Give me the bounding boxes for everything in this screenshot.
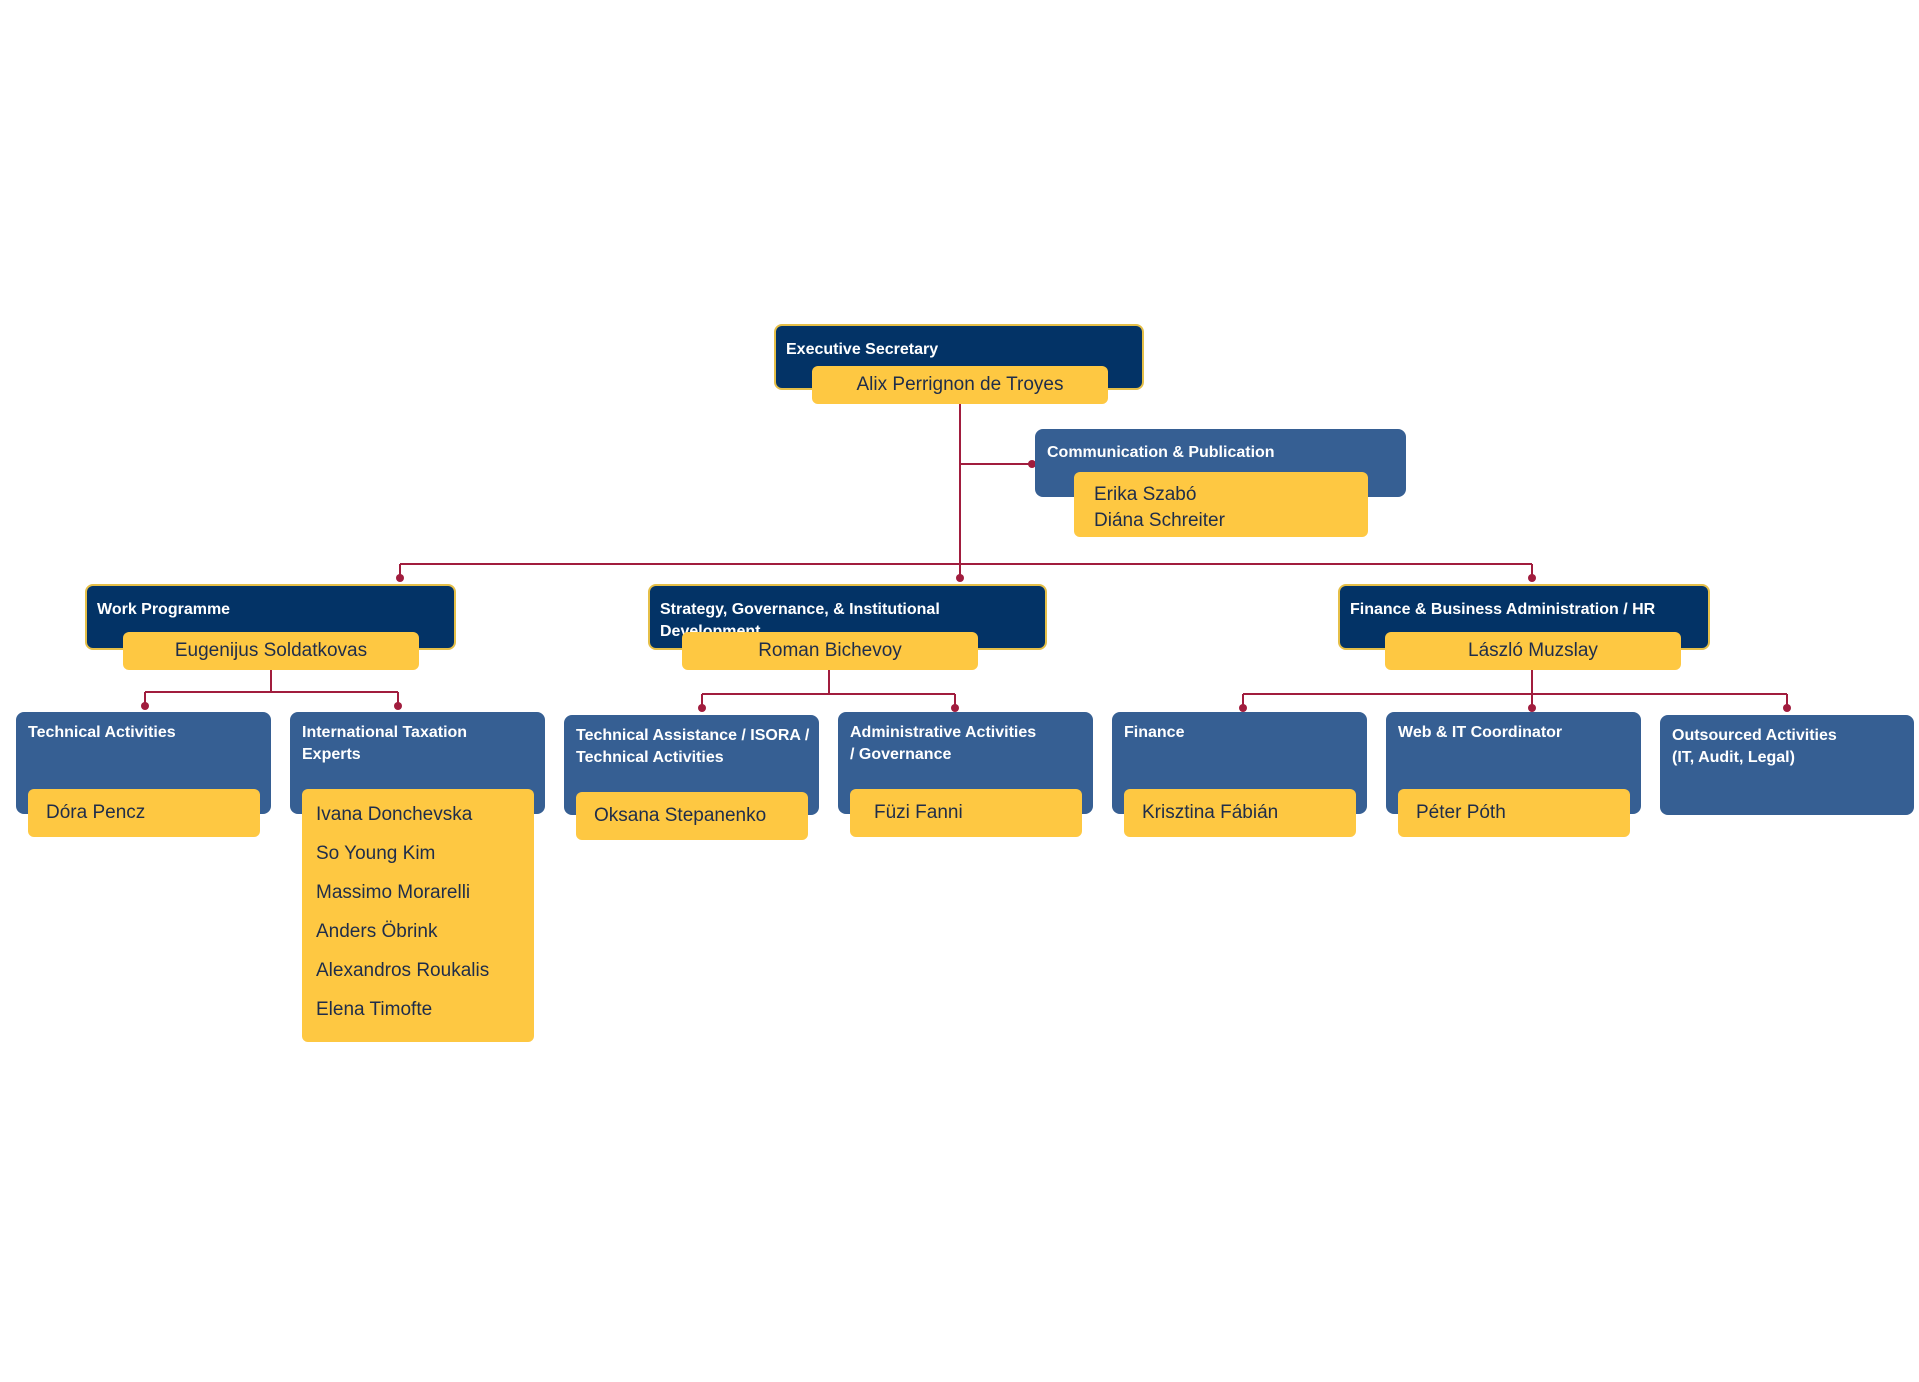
unit-member: So Young Kim [316,843,436,864]
unit-title: Technical Activities [28,724,176,741]
division-title: Work Programme [97,601,231,618]
unit-member: Péter Póth [1398,789,1630,837]
unit-member: Alexandros Roukalis [316,960,490,981]
connector-dot [1528,704,1536,712]
unit-member: Oksana Stepanenko [576,792,808,840]
connector-dot [1528,574,1536,582]
unit-title: International Taxation Experts [302,724,468,763]
unit-title: Outsourced Activities (IT, Audit, Legal) [1672,727,1837,766]
executive-secretary-name: Alix Perrignon de Troyes [812,366,1108,404]
unit-title: Finance [1124,724,1185,741]
unit-member: Krisztina Fábián [1124,789,1356,837]
connector-dot [396,574,404,582]
connector-dot [394,702,402,710]
connector-dot [956,574,964,582]
unit-title: Administrative Activities / Governance [850,724,1037,763]
division-head-name: László Muzslay [1385,632,1681,670]
unit-member: Füzi Fanni [850,789,1082,837]
division-head-name: Eugenijus Soldatkovas [123,632,419,670]
communication-member: Diána Schreiter [1094,510,1225,531]
division-head-name: Roman Bichevoy [682,632,978,670]
connector-dot [1783,704,1791,712]
unit-box: Outsourced Activities (IT, Audit, Legal) [1660,715,1914,815]
unit-title: Web & IT Coordinator [1398,724,1563,741]
unit-title: Technical Assistance / ISORA / Technical… [576,727,810,766]
unit-member: Ivana Donchevska [316,804,473,825]
unit-member: Massimo Morarelli [316,882,471,903]
division-title: Finance & Business Administration / HR [1350,601,1656,618]
communication-member: Erika Szabó [1094,484,1197,505]
connector-dot [1028,460,1036,468]
communication-names: Erika Szabó Diána Schreiter [1074,472,1368,537]
connector-dot [1239,704,1247,712]
unit-member: Anders Öbrink [316,921,438,942]
unit-member: Elena Timofte [316,999,433,1020]
connector-dot [698,704,706,712]
connector-dot [141,702,149,710]
unit-member: Dóra Pencz [28,789,260,837]
connector-dot [951,704,959,712]
communication-title: Communication & Publication [1047,444,1275,461]
unit-member-list: Ivana Donchevska So Young Kim Massimo Mo… [302,789,534,1042]
executive-secretary-title: Executive Secretary [786,341,939,358]
